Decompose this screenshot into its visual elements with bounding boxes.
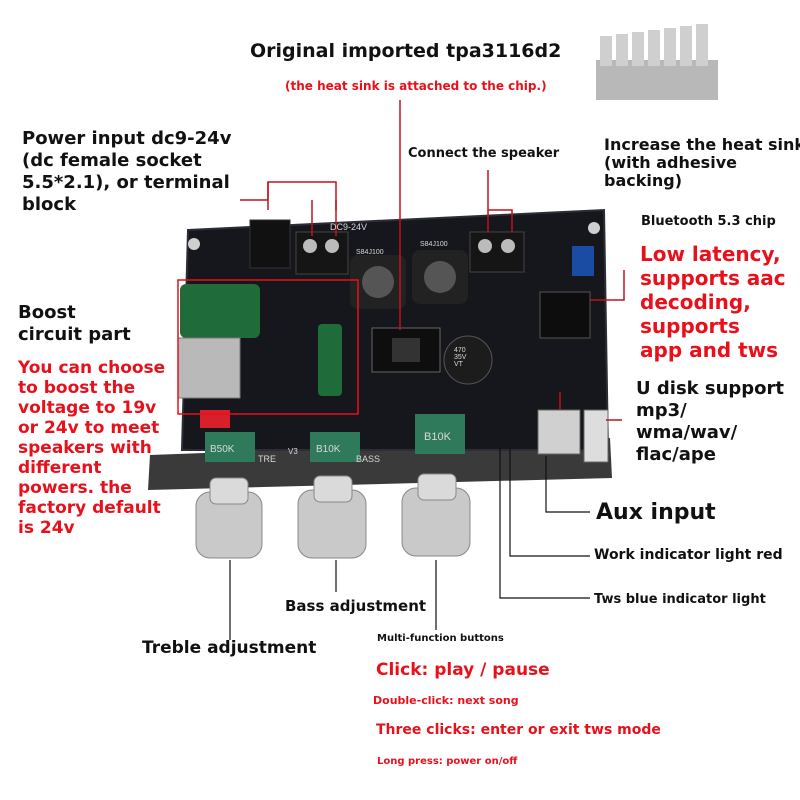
work-light-label: Work indicator light red <box>594 547 783 563</box>
silk-inductor: S84J100 <box>356 249 384 256</box>
boost-highlight-box <box>177 279 359 415</box>
capacitor-470 <box>443 335 493 385</box>
click-label: Click: play / pause <box>376 660 550 680</box>
multi-function-label: Multi-function buttons <box>377 633 504 644</box>
three-clicks-label: Three clicks: enter or exit tws mode <box>376 722 661 738</box>
silk-inductor-2: S84J100 <box>420 241 448 248</box>
subtitle: (the heat sink is attached to the chip.) <box>285 79 547 93</box>
black-leader-lines <box>229 448 590 640</box>
connect-speaker-label: Connect the speaker <box>408 146 560 161</box>
double-click-label: Double-click: next song <box>373 694 519 707</box>
mount-hole <box>188 238 200 250</box>
pot-volume-body <box>415 414 465 454</box>
boost-desc-label: You can choose to boost the voltage to 1… <box>18 358 166 538</box>
silk-treble: TRE <box>258 454 276 464</box>
pot-bass-body <box>310 432 360 462</box>
speaker-terminal <box>469 231 525 273</box>
boost-inductor <box>177 337 241 399</box>
silk-dc: DC9-24V <box>330 222 367 232</box>
main-title: Original imported tpa3116d2 <box>250 40 562 62</box>
boost-capacitor <box>180 284 260 338</box>
mount-hole <box>588 222 600 234</box>
pot-label-2: B10K <box>316 444 341 455</box>
pot-label-3: B10K <box>424 431 452 443</box>
silk-v3: V3 <box>288 447 298 456</box>
bass-adjustment-label: Bass adjustment <box>285 597 427 615</box>
leader-lines <box>240 100 625 421</box>
pot-label-1: B50K <box>210 444 235 455</box>
aux-input-label: Aux input <box>596 500 716 525</box>
dc-socket <box>249 219 291 269</box>
heat-sink-graphic <box>596 24 718 100</box>
power-terminal <box>295 231 349 275</box>
low-latency-label: Low latency, supports aac decoding, supp… <box>640 242 786 362</box>
bluetooth-chip <box>539 291 591 339</box>
udisk-label: U disk support mp3/ wma/wav/ flac/ape <box>636 378 785 465</box>
power-input-label: Power input dc9-24v (dc female socket 5.… <box>22 128 232 215</box>
pot-treble-body <box>205 432 255 462</box>
boost-part-label: Boost circuit part <box>18 302 131 345</box>
usb-port <box>583 409 609 463</box>
treble-adjustment-label: Treble adjustment <box>142 638 317 658</box>
heat-sink-label: Increase the heat sink (with adhesive ba… <box>604 135 800 190</box>
voltage-switch <box>200 410 230 428</box>
silk-bass: BASS <box>356 454 380 464</box>
bt-chip-label: Bluetooth 5.3 chip <box>641 214 776 229</box>
long-press-label: Long press: power on/off <box>377 756 518 767</box>
aux-jack <box>537 409 581 455</box>
boost-capacitor <box>318 324 342 396</box>
tws-light-label: Tws blue indicator light <box>594 592 766 607</box>
